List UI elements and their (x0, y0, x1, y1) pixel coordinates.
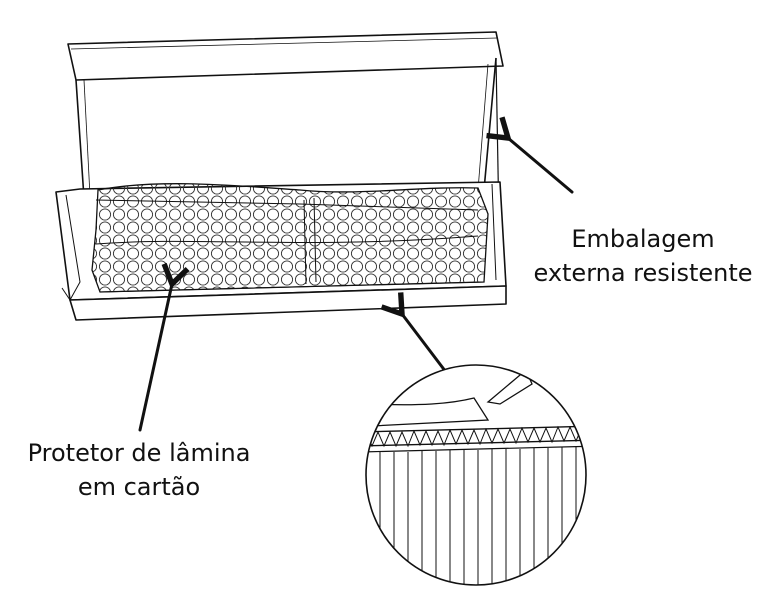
arrow-icon (486, 116, 574, 194)
outer-packaging-label: Embalagem externa resistente (528, 222, 758, 290)
cardboard-zoom-detail (365, 364, 587, 586)
outer-packaging-label-line2: externa resistente (533, 259, 753, 287)
bubble-wrap (91, 183, 489, 293)
blade-protector-label-line1: Protetor de lâmina (27, 439, 251, 467)
outer-packaging-label-line1: Embalagem (571, 225, 715, 253)
box-lid (67, 31, 504, 81)
blade-protector-label-line2: em cartão (77, 473, 201, 501)
arrow-icon (380, 292, 454, 382)
arrow-icon (138, 262, 190, 432)
blade-protector-label: Protetor de lâmina em cartão (8, 436, 270, 504)
